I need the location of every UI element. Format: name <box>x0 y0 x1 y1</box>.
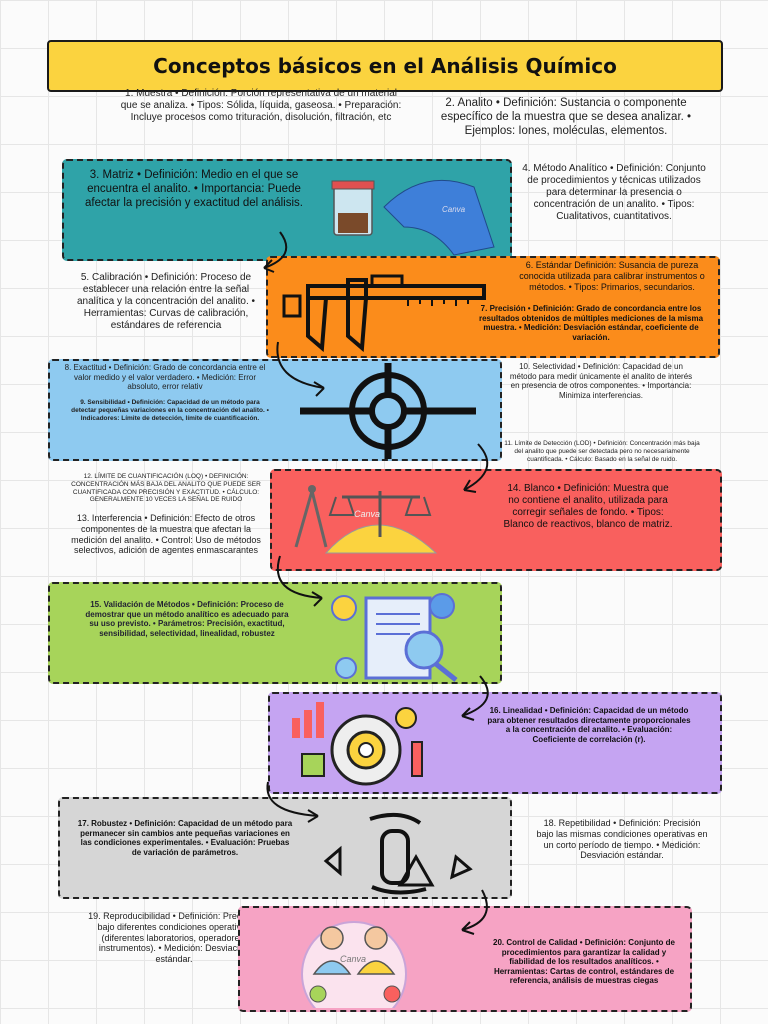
card-linealidad: 16. Linealidad • Definición: Capacidad d… <box>268 692 722 794</box>
concept-estandar: 6. Estándar Definición: Susancia de pure… <box>519 260 705 292</box>
card-matriz: 3. Matriz • Definición: Medio en el que … <box>62 159 512 261</box>
concept-loq: 12. LÍMITE DE CUANTIFICACIÓN (LOQ) • DEF… <box>71 473 261 504</box>
concept-exactitud: 8. Exactitud • Definición: Grado de conc… <box>64 363 266 392</box>
connector-arrow <box>276 341 325 397</box>
concept-control-calidad: 20. Control de Calidad • Definición: Con… <box>493 938 675 986</box>
card-exactitud-sensibilidad: 8. Exactitud • Definición: Grado de conc… <box>48 359 502 461</box>
concept-muestra: 1. Muestra • Definición: Porción represe… <box>120 88 402 123</box>
connector-arrow <box>461 889 488 935</box>
concept-linealidad: 16. Linealidad • Definición: Capacidad d… <box>487 706 691 744</box>
concept-lod: 11. Límite de Detección (LOD) • Definici… <box>504 440 700 463</box>
concept-matriz: 3. Matriz • Definición: Medio en el que … <box>85 169 303 209</box>
concept-metodo-analitico: 4. Método Analítico • Definición: Conjun… <box>522 163 706 222</box>
concept-robustez: 17. Robustez • Definición: Capacidad de … <box>77 819 293 857</box>
concept-precision: 7. Precisión • Definición: Grado de conc… <box>478 304 704 342</box>
glove-sample-jar-icon <box>331 179 495 256</box>
page-title: Conceptos básicos en el Análisis Químico <box>47 40 723 92</box>
watermark-text: Canva <box>442 205 466 214</box>
concept-reproducibilidad: 19. Reproducibilidad • Definición: Preci… <box>88 911 260 965</box>
concept-analito: 2. Analito • Definición: Sustancia o com… <box>440 97 692 137</box>
caliper-icon <box>282 274 486 352</box>
target-crosshair-icon <box>300 363 476 459</box>
gear-chart-icon <box>292 702 423 786</box>
card-estandar-precision: 6. Estándar Definición: Susancia de pure… <box>266 256 720 358</box>
quality-team-icon <box>301 921 407 1008</box>
concept-repetibilidad: 18. Repetibilidad • Definición: Precisió… <box>536 818 708 861</box>
concept-blanco: 14. Blanco • Definición: Muestra que no … <box>503 483 673 530</box>
watermark-text: Canva <box>354 509 381 519</box>
card-blanco: Canva 14. Blanco • Definición: Muestra q… <box>270 469 722 571</box>
concept-validacion: 15. Validación de Métodos • Definición: … <box>85 600 289 638</box>
test-tube-cycle-icon <box>323 812 473 895</box>
concept-calibracion: 5. Calibración • Definición: Proceso de … <box>76 272 256 331</box>
connector-arrow <box>266 781 319 823</box>
concept-interferencia: 13. Interferencia • Definición: Efecto d… <box>71 513 261 556</box>
card-robustez: 17. Robustez • Definición: Capacidad de … <box>58 797 512 899</box>
concept-selectividad: 10. Selectividad • Definición: Capacidad… <box>509 362 693 400</box>
document-idea-magnifier-icon <box>331 593 458 682</box>
connector-arrow <box>263 231 288 273</box>
concept-sensibilidad: 9. Sensibilidad • Definición: Capacidad … <box>71 399 269 422</box>
card-control-calidad: Canva 20. Control de Calidad • Definició… <box>238 906 692 1012</box>
connector-arrow <box>276 555 323 607</box>
connector-arrow <box>463 443 489 493</box>
balance-compass-icon <box>294 485 438 554</box>
connector-arrow <box>461 675 489 721</box>
card-validacion: 15. Validación de Métodos • Definición: … <box>48 582 502 684</box>
watermark-text: Canva <box>340 954 367 964</box>
